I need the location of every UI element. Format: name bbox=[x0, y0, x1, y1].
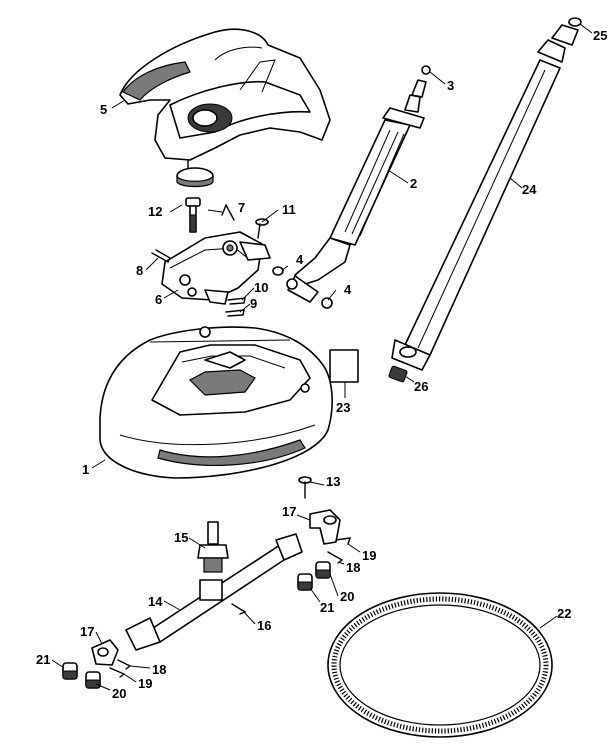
callout-4a: 4 bbox=[296, 252, 304, 267]
part-label-23 bbox=[329, 349, 359, 383]
part-cap-20a bbox=[315, 561, 331, 579]
callout-20a: 20 bbox=[340, 589, 354, 604]
callout-3: 3 bbox=[447, 78, 454, 93]
part-clip-10 bbox=[227, 297, 246, 305]
part-knob bbox=[176, 167, 214, 233]
callout-24: 24 bbox=[522, 182, 537, 197]
leader-lines bbox=[51, 23, 593, 691]
part-oring-4a bbox=[272, 266, 284, 276]
part-valve-body bbox=[161, 231, 271, 305]
callout-2: 2 bbox=[410, 176, 417, 191]
part-extension-wand-24 bbox=[391, 17, 582, 371]
callout-14: 14 bbox=[148, 594, 163, 609]
part-cap-21b bbox=[62, 662, 78, 680]
part-clip-19a bbox=[335, 537, 352, 545]
callout-7: 7 bbox=[238, 200, 245, 215]
part-main-housing bbox=[99, 326, 333, 479]
callout-25: 25 bbox=[593, 28, 607, 43]
part-filter-26 bbox=[388, 365, 408, 383]
part-clip-19b bbox=[109, 667, 126, 678]
callout-26: 26 bbox=[414, 379, 428, 394]
callout-13: 13 bbox=[326, 474, 340, 489]
callout-19b: 19 bbox=[138, 676, 152, 691]
part-brush-ring-22 bbox=[327, 592, 553, 738]
callout-18a: 18 bbox=[346, 560, 360, 575]
callout-labels: 5 12 7 11 8 6 10 9 4 4 2 3 25 24 26 23 1… bbox=[36, 28, 607, 701]
part-wand-2 bbox=[286, 65, 431, 303]
callout-22: 22 bbox=[557, 606, 571, 621]
callout-4b: 4 bbox=[344, 282, 352, 297]
part-clip-16 bbox=[231, 603, 247, 615]
part-clip-8 bbox=[151, 249, 171, 263]
part-handle-cover bbox=[119, 28, 331, 169]
part-cap-20b bbox=[85, 671, 101, 689]
callout-11: 11 bbox=[282, 202, 296, 217]
callout-1: 1 bbox=[82, 462, 89, 477]
callout-8: 8 bbox=[136, 263, 143, 278]
part-clip-7 bbox=[221, 204, 235, 221]
part-clip-18b bbox=[117, 659, 132, 670]
callout-18b: 18 bbox=[152, 662, 166, 677]
callout-21b: 21 bbox=[36, 652, 50, 667]
callout-10: 10 bbox=[254, 280, 268, 295]
part-elbow-17b bbox=[91, 639, 119, 666]
part-oring-4b bbox=[321, 297, 333, 309]
callout-16: 16 bbox=[257, 618, 271, 633]
callout-17b: 17 bbox=[80, 624, 94, 639]
part-cap-21a bbox=[297, 573, 313, 591]
part-screw-13 bbox=[298, 476, 312, 499]
part-clip-18a bbox=[327, 551, 344, 564]
callout-23: 23 bbox=[336, 400, 350, 415]
callout-19a: 19 bbox=[362, 548, 376, 563]
callout-5: 5 bbox=[100, 102, 107, 117]
callout-21a: 21 bbox=[320, 600, 334, 615]
callout-20b: 20 bbox=[112, 686, 126, 701]
part-spray-bar-14 bbox=[125, 533, 303, 651]
callout-15: 15 bbox=[174, 530, 188, 545]
callout-9: 9 bbox=[250, 296, 257, 311]
callout-17a: 17 bbox=[282, 504, 296, 519]
callout-6: 6 bbox=[155, 292, 162, 307]
part-nozzle-15 bbox=[197, 521, 229, 573]
part-elbow-17a bbox=[309, 509, 341, 545]
callout-12: 12 bbox=[148, 204, 162, 219]
part-clip-9 bbox=[225, 309, 245, 317]
